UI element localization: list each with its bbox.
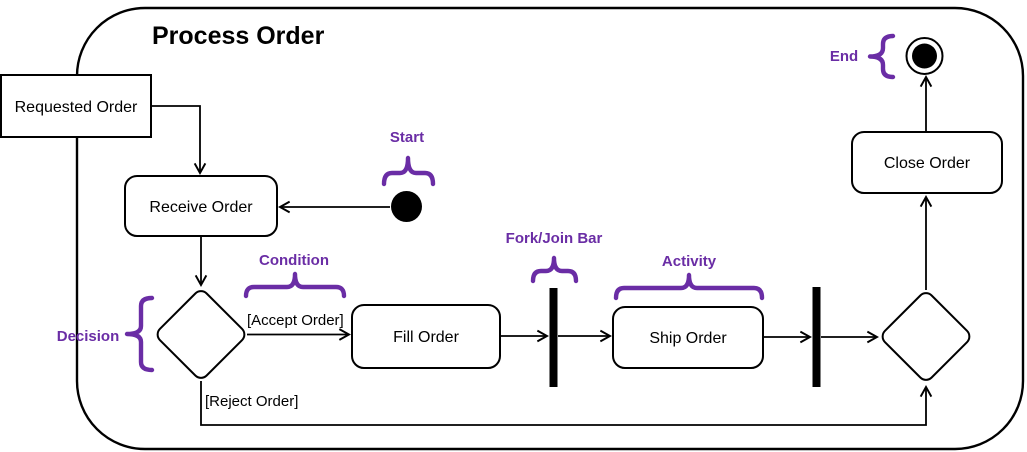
merge-node xyxy=(881,292,971,381)
close-order-label: Close Order xyxy=(884,155,971,172)
annotation-decision-label: Decision xyxy=(57,328,120,345)
node-ship-order xyxy=(612,306,764,369)
node-requested-order xyxy=(0,74,152,138)
annotation-end-brace xyxy=(867,33,896,80)
join-bar xyxy=(812,287,821,387)
edge-requested-to-receive xyxy=(151,105,207,175)
receive-order-label: Receive Order xyxy=(149,199,253,216)
activity-frame xyxy=(75,6,1025,451)
diagram-title: Process Order xyxy=(152,22,325,50)
decision-node xyxy=(156,290,246,379)
annotation-start-brace xyxy=(381,155,436,187)
annotation-condition-label: Condition xyxy=(259,252,329,269)
annotation-activity-brace xyxy=(613,272,765,301)
annotation-forkjoin-brace xyxy=(530,255,579,284)
node-receive-order xyxy=(124,175,278,237)
node-fill-order xyxy=(351,304,501,369)
annotation-end-label: End xyxy=(830,48,858,65)
annotation-start-label: Start xyxy=(390,129,424,146)
guard-accept-label: [Accept Order] xyxy=(247,312,344,329)
ship-order-label: Ship Order xyxy=(649,330,727,347)
start-node xyxy=(391,191,422,222)
node-close-order xyxy=(851,131,1003,194)
requested-order-label: Requested Order xyxy=(15,99,138,116)
annotation-condition-brace xyxy=(243,271,347,299)
annotation-decision-brace xyxy=(124,295,155,373)
guard-reject-label: [Reject Order] xyxy=(205,393,298,410)
fork-bar xyxy=(549,288,558,387)
end-node xyxy=(912,43,937,69)
edge-reject-loop xyxy=(200,381,933,426)
annotation-activity-label: Activity xyxy=(662,253,717,270)
end-node-ring xyxy=(905,37,944,75)
fill-order-label: Fill Order xyxy=(393,329,459,346)
annotation-forkjoin-label: Fork/Join Bar xyxy=(506,230,603,247)
